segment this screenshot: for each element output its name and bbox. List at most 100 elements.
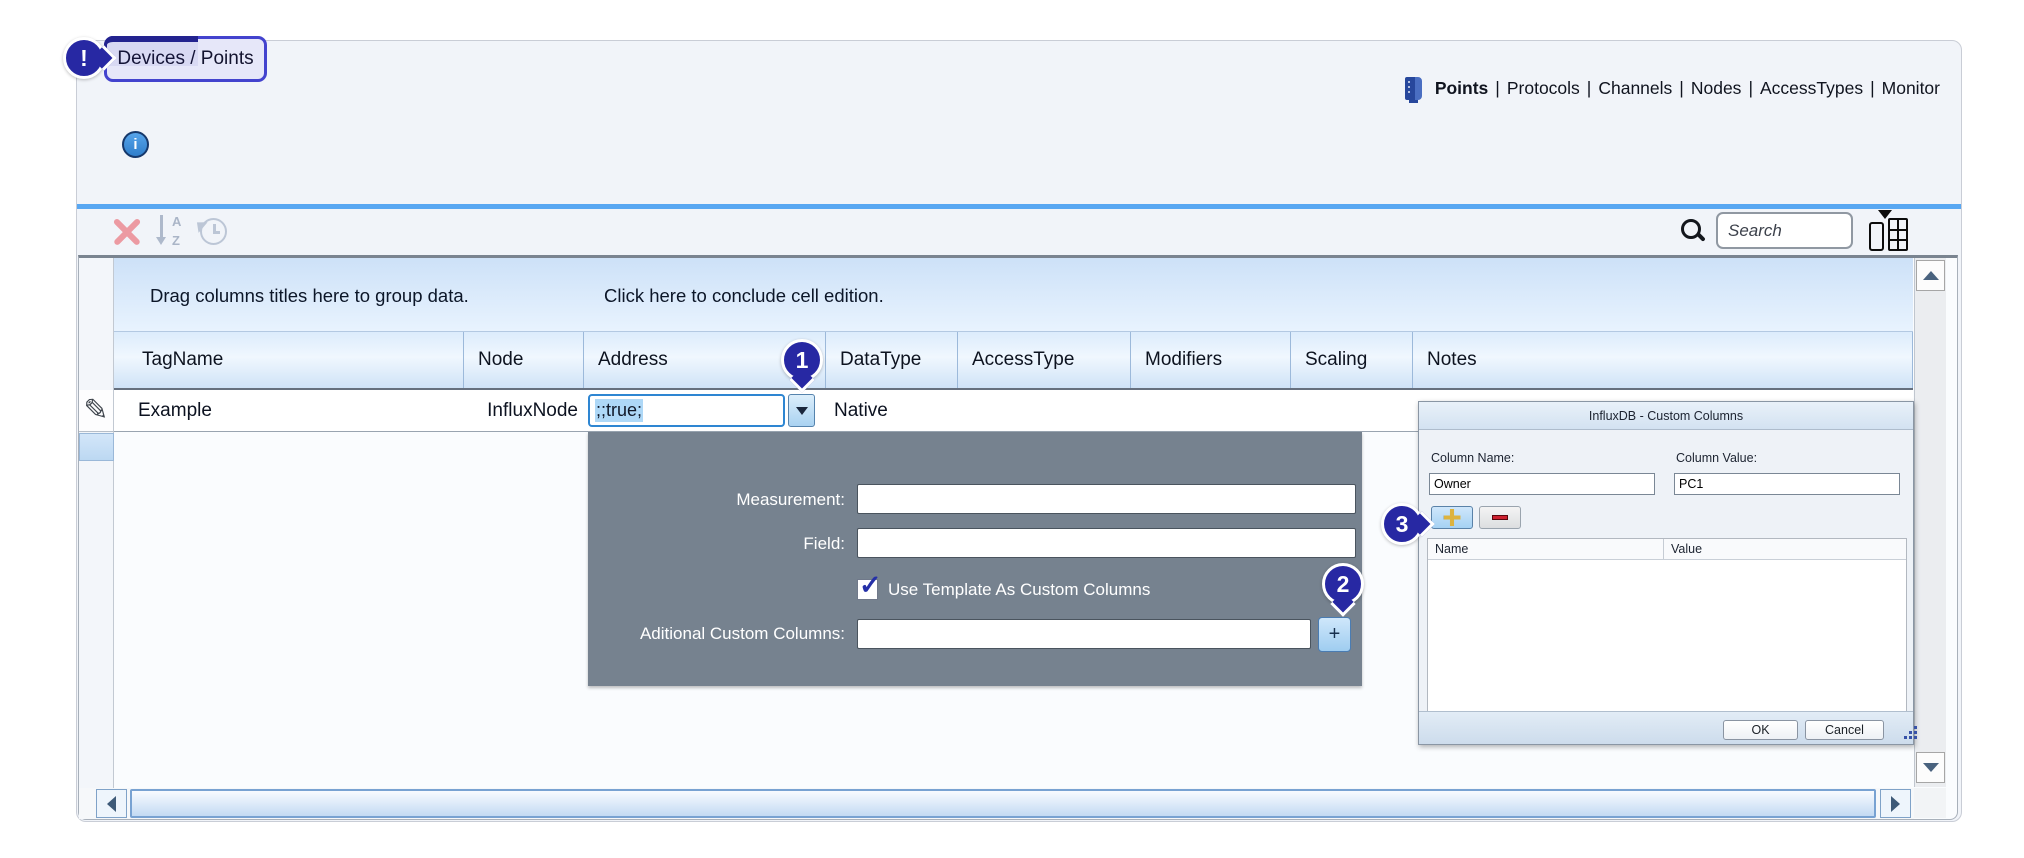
scroll-up-button[interactable] xyxy=(1916,260,1945,291)
column-header-scaling[interactable]: Scaling xyxy=(1291,332,1413,388)
callout-2-label: 2 xyxy=(1337,571,1350,598)
callout-3-label: 3 xyxy=(1396,511,1409,538)
pencil-icon: ✎ xyxy=(83,396,108,426)
address-dropdown-button[interactable] xyxy=(788,394,815,427)
horizontal-scroll-thumb[interactable] xyxy=(130,789,1876,818)
callout-badge-1: 1 xyxy=(781,339,823,381)
column-value-label: Column Value: xyxy=(1676,451,1757,465)
horizontal-scrollbar[interactable] xyxy=(79,788,1914,819)
custom-columns-table: Name Value xyxy=(1427,538,1907,712)
up-arrow-icon xyxy=(1923,271,1939,280)
dialog-add-button[interactable] xyxy=(1431,506,1473,529)
nav-item-channels[interactable]: Channels xyxy=(1598,78,1672,99)
points-book-icon xyxy=(1405,77,1422,100)
group-by-bar[interactable]: Drag columns titles here to group data. … xyxy=(114,258,1913,332)
column-header-accesstype[interactable]: AccessType xyxy=(958,332,1131,388)
nav-item-monitor[interactable]: Monitor xyxy=(1882,78,1940,99)
group-hint-text: Drag columns titles here to group data. xyxy=(150,285,469,307)
page-title-label: Devices / Points xyxy=(117,48,253,70)
add-custom-column-button[interactable]: + xyxy=(1318,617,1351,652)
sort-letters: AZ xyxy=(172,215,181,247)
custom-columns-dialog: InfluxDB - Custom Columns Column Name: C… xyxy=(1418,401,1914,745)
delete-row-icon[interactable] xyxy=(112,219,142,245)
custom-columns-table-header: Name Value xyxy=(1428,539,1906,560)
sort-arrow-icon xyxy=(156,215,168,249)
nav-separator: | xyxy=(1748,78,1753,99)
column-header-datatype[interactable]: DataType xyxy=(826,332,958,388)
nav-item-accesstypes[interactable]: AccessTypes xyxy=(1760,78,1863,99)
column-chooser-icon[interactable] xyxy=(1869,210,1915,254)
additional-columns-label: Aditional Custom Columns: xyxy=(588,623,845,645)
callout-1-label: 1 xyxy=(796,347,809,374)
column-header-node[interactable]: Node xyxy=(464,332,584,388)
measurement-input[interactable] xyxy=(857,484,1356,514)
scroll-left-button[interactable] xyxy=(96,789,127,818)
row-edit-indicator: ✎ xyxy=(79,390,114,432)
checkbox-check-icon: ✓ xyxy=(859,570,882,601)
address-edit-input[interactable]: ;;true; xyxy=(588,394,785,427)
right-arrow-icon xyxy=(1891,796,1900,812)
ok-button[interactable]: OK xyxy=(1723,720,1798,740)
cell-scaling[interactable] xyxy=(1291,390,1413,431)
sort-az-icon[interactable]: AZ xyxy=(156,215,194,249)
cell-accesstype[interactable] xyxy=(958,390,1131,431)
column-header-tagname[interactable]: TagName xyxy=(114,332,464,388)
next-row-indicator[interactable] xyxy=(79,433,114,461)
search-input[interactable] xyxy=(1716,212,1853,249)
cell-datatype[interactable]: Native xyxy=(826,390,958,431)
column-chooser-left-pane xyxy=(1869,222,1884,251)
add-button-label: + xyxy=(1329,623,1341,646)
nav-separator: | xyxy=(1495,78,1500,99)
column-header-notes[interactable]: Notes xyxy=(1413,332,1913,388)
field-input[interactable] xyxy=(857,528,1356,558)
history-icon[interactable] xyxy=(200,218,227,245)
left-arrow-icon xyxy=(107,796,116,812)
dialog-title-label: InfluxDB - Custom Columns xyxy=(1589,409,1743,423)
module-nav: Points | Protocols | Channels | Nodes | … xyxy=(1405,74,1940,102)
address-selected-text: ;;true; xyxy=(595,399,643,422)
cell-modifiers[interactable] xyxy=(1131,390,1291,431)
nav-separator: | xyxy=(1587,78,1592,99)
influx-address-form: Measurement: Field: ✓ Use Template As Cu… xyxy=(588,432,1362,686)
column-name-input[interactable] xyxy=(1429,473,1655,495)
vertical-scrollbar[interactable] xyxy=(1914,258,1946,787)
scroll-right-button[interactable] xyxy=(1880,789,1911,818)
table-header-value[interactable]: Value xyxy=(1664,539,1702,559)
search-icon xyxy=(1681,219,1707,245)
additional-columns-input[interactable] xyxy=(857,619,1311,649)
nav-separator: | xyxy=(1870,78,1875,99)
scroll-down-button[interactable] xyxy=(1916,752,1945,783)
resize-grip-icon[interactable] xyxy=(1904,736,1907,739)
measurement-label: Measurement: xyxy=(588,489,845,511)
plus-icon xyxy=(1444,509,1461,526)
column-name-label: Column Name: xyxy=(1431,451,1514,465)
warning-callout-badge: ! xyxy=(63,37,105,79)
table-header-name[interactable]: Name xyxy=(1428,539,1664,559)
edit-hint-text[interactable]: Click here to conclude cell edition. xyxy=(604,285,884,307)
nav-item-protocols[interactable]: Protocols xyxy=(1507,78,1580,99)
use-template-label[interactable]: Use Template As Custom Columns xyxy=(888,580,1150,600)
dialog-remove-button[interactable] xyxy=(1479,506,1521,529)
nav-separator: | xyxy=(1679,78,1684,99)
callout-badge-2: 2 xyxy=(1322,563,1364,605)
use-template-checkbox[interactable]: ✓ xyxy=(857,579,878,600)
nav-item-nodes[interactable]: Nodes xyxy=(1691,78,1742,99)
scrollbar-corner xyxy=(1914,788,1946,818)
page-title: Devices / Points xyxy=(104,36,267,82)
nav-item-points[interactable]: Points xyxy=(1435,78,1488,99)
cell-node[interactable]: InfluxNode xyxy=(464,390,584,431)
search-box xyxy=(1716,212,1853,249)
cell-address: ;;true; xyxy=(584,390,826,431)
minus-icon xyxy=(1492,515,1508,520)
callout-badge-3: 3 xyxy=(1381,503,1423,545)
cell-tagname[interactable]: Example xyxy=(114,390,464,431)
warning-icon: ! xyxy=(80,45,88,72)
info-icon-glyph: i xyxy=(133,136,137,153)
cancel-button[interactable]: Cancel xyxy=(1805,720,1884,740)
dialog-title: InfluxDB - Custom Columns xyxy=(1419,402,1913,430)
column-header-modifiers[interactable]: Modifiers xyxy=(1131,332,1291,388)
column-value-input[interactable] xyxy=(1674,473,1900,495)
info-icon[interactable]: i xyxy=(122,131,149,158)
dialog-footer: OK Cancel xyxy=(1419,711,1913,744)
